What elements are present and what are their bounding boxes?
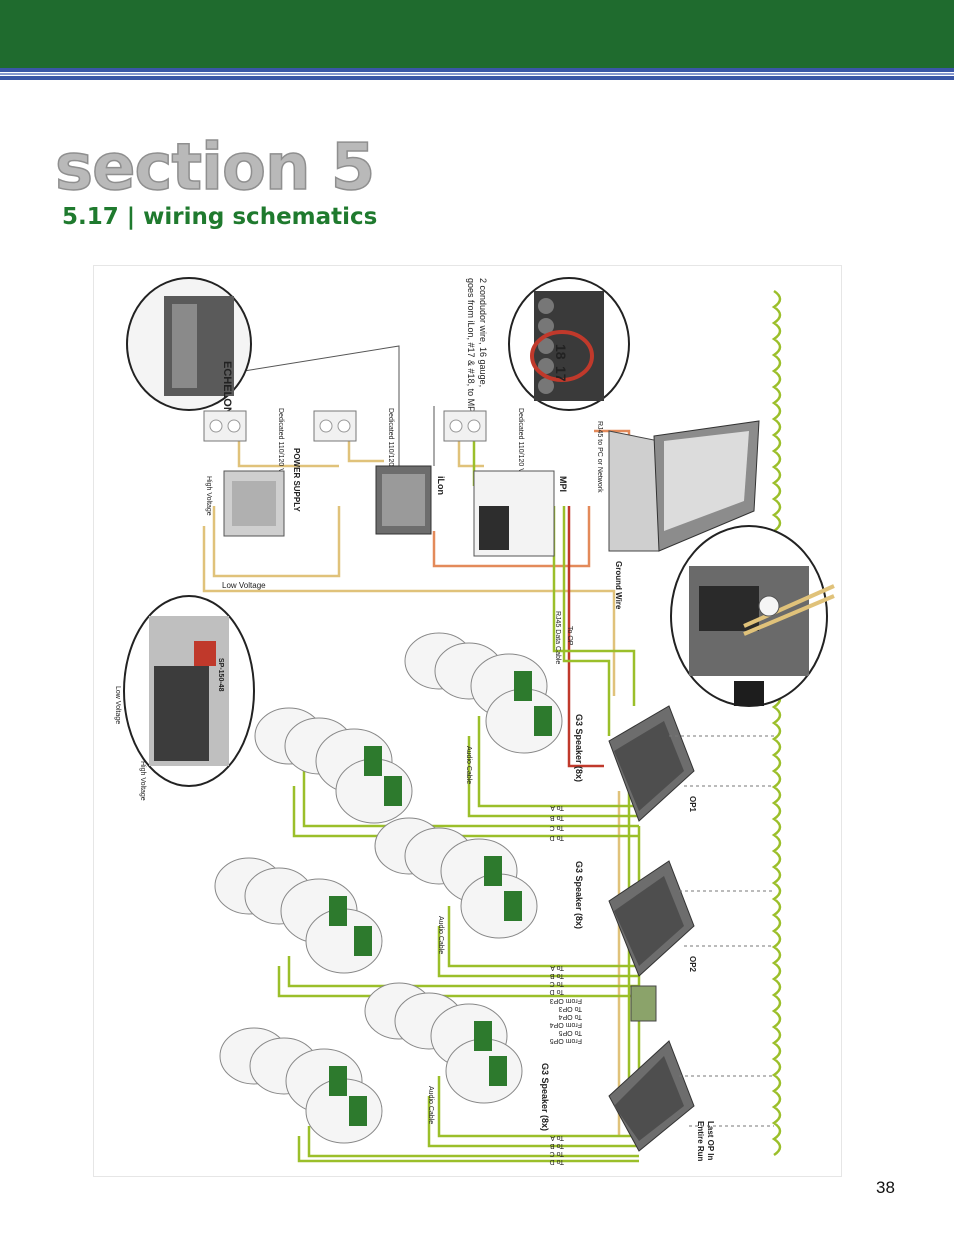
from-op3-label: From OP3 [550,997,582,1004]
to-a-label-1: To A [550,804,564,811]
rj45-data-cable-label: RJ45 Data Cable [554,611,561,664]
ilon-device: iLon [375,465,446,535]
to-b-label-3: To B [550,1142,564,1149]
from-op4-label: From OP4 [550,1021,582,1028]
to-a-label-2: To A [550,964,564,971]
ilon-label: iLon [436,476,446,495]
op2-box: OP2 [608,860,697,977]
to-op-label: To OP [566,626,573,646]
g3-speaker-label-3: G3 Speaker (8x) [540,1063,550,1131]
to-op3-label: To OP3 [559,1005,582,1012]
last-op-label-2: Entire Run [696,1121,705,1162]
op-connector-module [630,985,657,1022]
to-b-label-2: To B [550,972,564,979]
outlet-1: Dedicated 110/120 Volt Outlet [203,408,284,501]
outlet-3-label: Dedicated 110/120 Volt Outlet [517,408,524,501]
op1-label: OP1 [688,796,697,813]
op1-box: OP1 [608,705,697,822]
ilon-terminal-closeup: ECHELON [126,277,252,415]
ground-wire-label: Ground Wire [614,561,623,610]
terminal-18-17-closeup: 18 17 [508,277,630,411]
g3-speaker-label-2: G3 Speaker (8x) [574,861,584,929]
terminal-18-label: 18 [553,344,569,360]
outlet-3: Dedicated 110/120 Volt Outlet [443,408,524,501]
speaker-group-3 [219,982,523,1144]
to-d-label-1: To D [550,834,564,841]
wire-note-line-2: goes from iLon, #17 & #18, to MPI [466,278,476,415]
speaker-group-1 [254,632,563,824]
to-c-label-2: To C [550,980,564,987]
psu-low-voltage-label: Low Voltage [114,686,121,724]
psu-high-voltage-label: High Voltage [139,761,146,801]
laptop-computer: RJ45 to PC or Network [596,420,760,552]
g3-speaker-label-1: G3 Speaker (8x) [574,714,584,782]
wiring-schematic-figure: ECHELON 18 17 2 condudor wire, 16 gauge,… [93,265,842,1177]
to-c-label-3: To C [550,1150,564,1157]
to-op5-label: To OP5 [559,1029,582,1036]
power-supply-closeup: SP-150-48 Low Voltage High Voltage [114,595,255,801]
header-stripe [0,68,954,72]
outlet-2-label: Dedicated 110/120 Volt Outlet [387,408,394,501]
high-voltage-label: High Voltage [205,476,212,516]
op2-label: OP2 [688,956,697,973]
mpi-device: MPI [473,470,568,557]
page-subtitle: 5.17 | wiring schematics [62,204,378,230]
to-b-label-1: To B [550,814,564,821]
outlet-1-label: Dedicated 110/120 Volt Outlet [277,408,284,501]
to-op4-label: To OP4 [559,1013,582,1020]
to-a-label-3: To A [550,1134,564,1141]
outlet-2: Dedicated 110/120 Volt Outlet [313,408,394,501]
psu-model-label: SP-150-48 [217,658,224,692]
page-number: 38 [876,1178,895,1197]
wiring-schematic-diagram: ECHELON 18 17 2 condudor wire, 16 gauge,… [114,277,835,1165]
mpi-label: MPI [558,476,568,492]
low-voltage-label: Low Voltage [222,581,266,590]
audio-cable-label-1: Audio Cable [465,746,472,784]
power-supply: POWER SUPPLY High Voltage [205,448,301,537]
audio-cable-label-2: Audio Cable [437,916,444,954]
to-c-label-1: To C [550,824,564,831]
last-op-label-1: Last OP In [706,1121,715,1161]
to-d-label-3: To D [550,1158,564,1165]
wire-note-line-1: 2 condudor wire, 16 gauge, [478,278,488,387]
section-title: section 5 [54,130,376,206]
header-stripe-light [0,73,954,75]
op-terminal-closeup [670,525,835,707]
last-op-box: Last OP In Entire Run [608,1040,715,1162]
ground-wire-line [771,289,782,1157]
to-d-label-2: To D [550,988,564,995]
from-op5-label: From OP5 [550,1037,582,1044]
power-supply-label: POWER SUPPLY [292,448,301,512]
audio-cable-label-3: Audio Cable [427,1086,434,1124]
echelon-logo-text: ECHELON [221,361,233,415]
terminal-17-label: 17 [553,366,569,382]
header-bar [0,0,954,68]
speaker-group-2 [214,817,538,974]
rj45-network-label: RJ45 to PC or Network [596,421,603,493]
header-stripe [0,76,954,80]
